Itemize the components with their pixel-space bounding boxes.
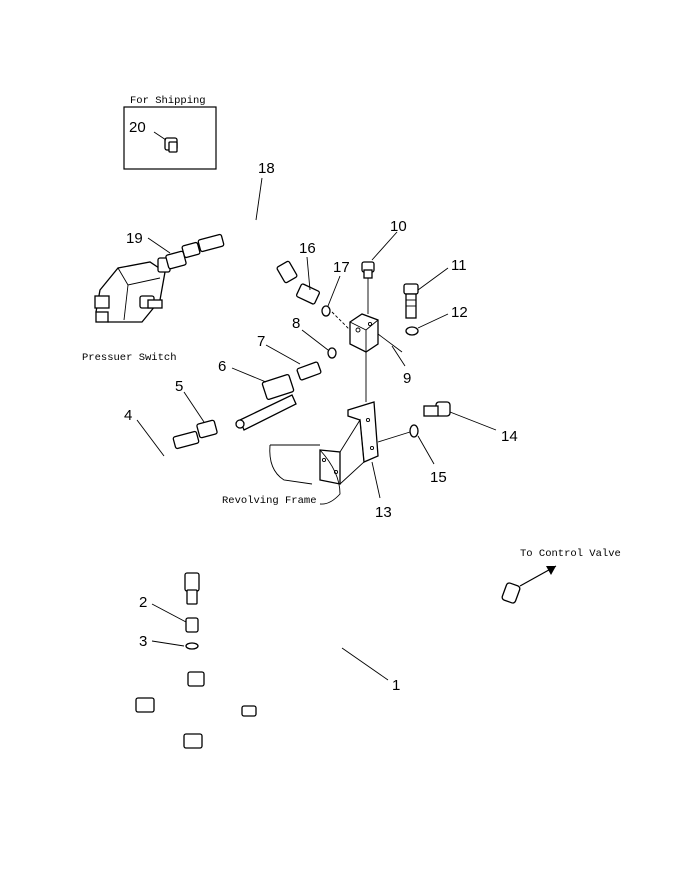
washer-15 [409,424,419,438]
plug-part-20 [153,131,178,153]
shipping-inset-box [123,106,217,170]
callout-15: 15 [430,469,447,486]
for-shipping-note: For Shipping [130,95,206,107]
revolving-frame-note: Revolving Frame [222,495,317,507]
callout-1: 1 [392,677,400,694]
callout-4: 4 [124,407,132,424]
hose-4 [158,430,200,605]
callout-9: 9 [403,370,411,387]
callout-12: 12 [451,304,468,321]
callout-7: 7 [257,333,265,350]
callout-10: 10 [390,218,407,235]
fitting-16 [295,283,321,305]
bolt-14 [423,401,451,417]
callout-3: 3 [139,633,147,650]
callout-17: 17 [333,259,350,276]
to-control-valve-note: To Control Valve [520,548,621,560]
fitting-2 [185,617,199,633]
sensor-6 [235,373,297,431]
fitting-19 [165,250,187,270]
washer-12 [405,326,419,336]
callout-11: 11 [451,257,467,274]
callout-6: 6 [218,358,226,375]
callout-8: 8 [292,315,300,332]
block-9 [331,311,403,353]
o-ring-17 [321,305,331,317]
plug-10 [361,261,375,314]
arrow-to-control-valve [519,565,557,587]
fitting-7 [296,361,322,381]
callout-20: 20 [129,119,146,136]
callout-14: 14 [501,428,518,445]
o-ring-8 [327,347,337,359]
shipping-inset: For Shipping 20 [123,95,217,170]
pipe-1 [135,582,521,749]
callout-13: 13 [375,504,392,521]
hose-18 [181,226,298,284]
callout-5: 5 [175,378,183,395]
bracket-13 [319,352,379,485]
callout-19: 19 [126,230,143,247]
pressure-switch-note: Pressuer Switch [82,352,177,364]
callout-2: 2 [139,594,147,611]
pressure-switch: Pressuer Switch [82,257,177,364]
callout-18: 18 [258,160,275,177]
bolt-11 [403,283,419,319]
callout-16: 16 [299,240,316,257]
revolving-frame-outline [269,444,341,505]
fitting-5 [196,419,218,439]
o-ring-3 [185,642,199,650]
